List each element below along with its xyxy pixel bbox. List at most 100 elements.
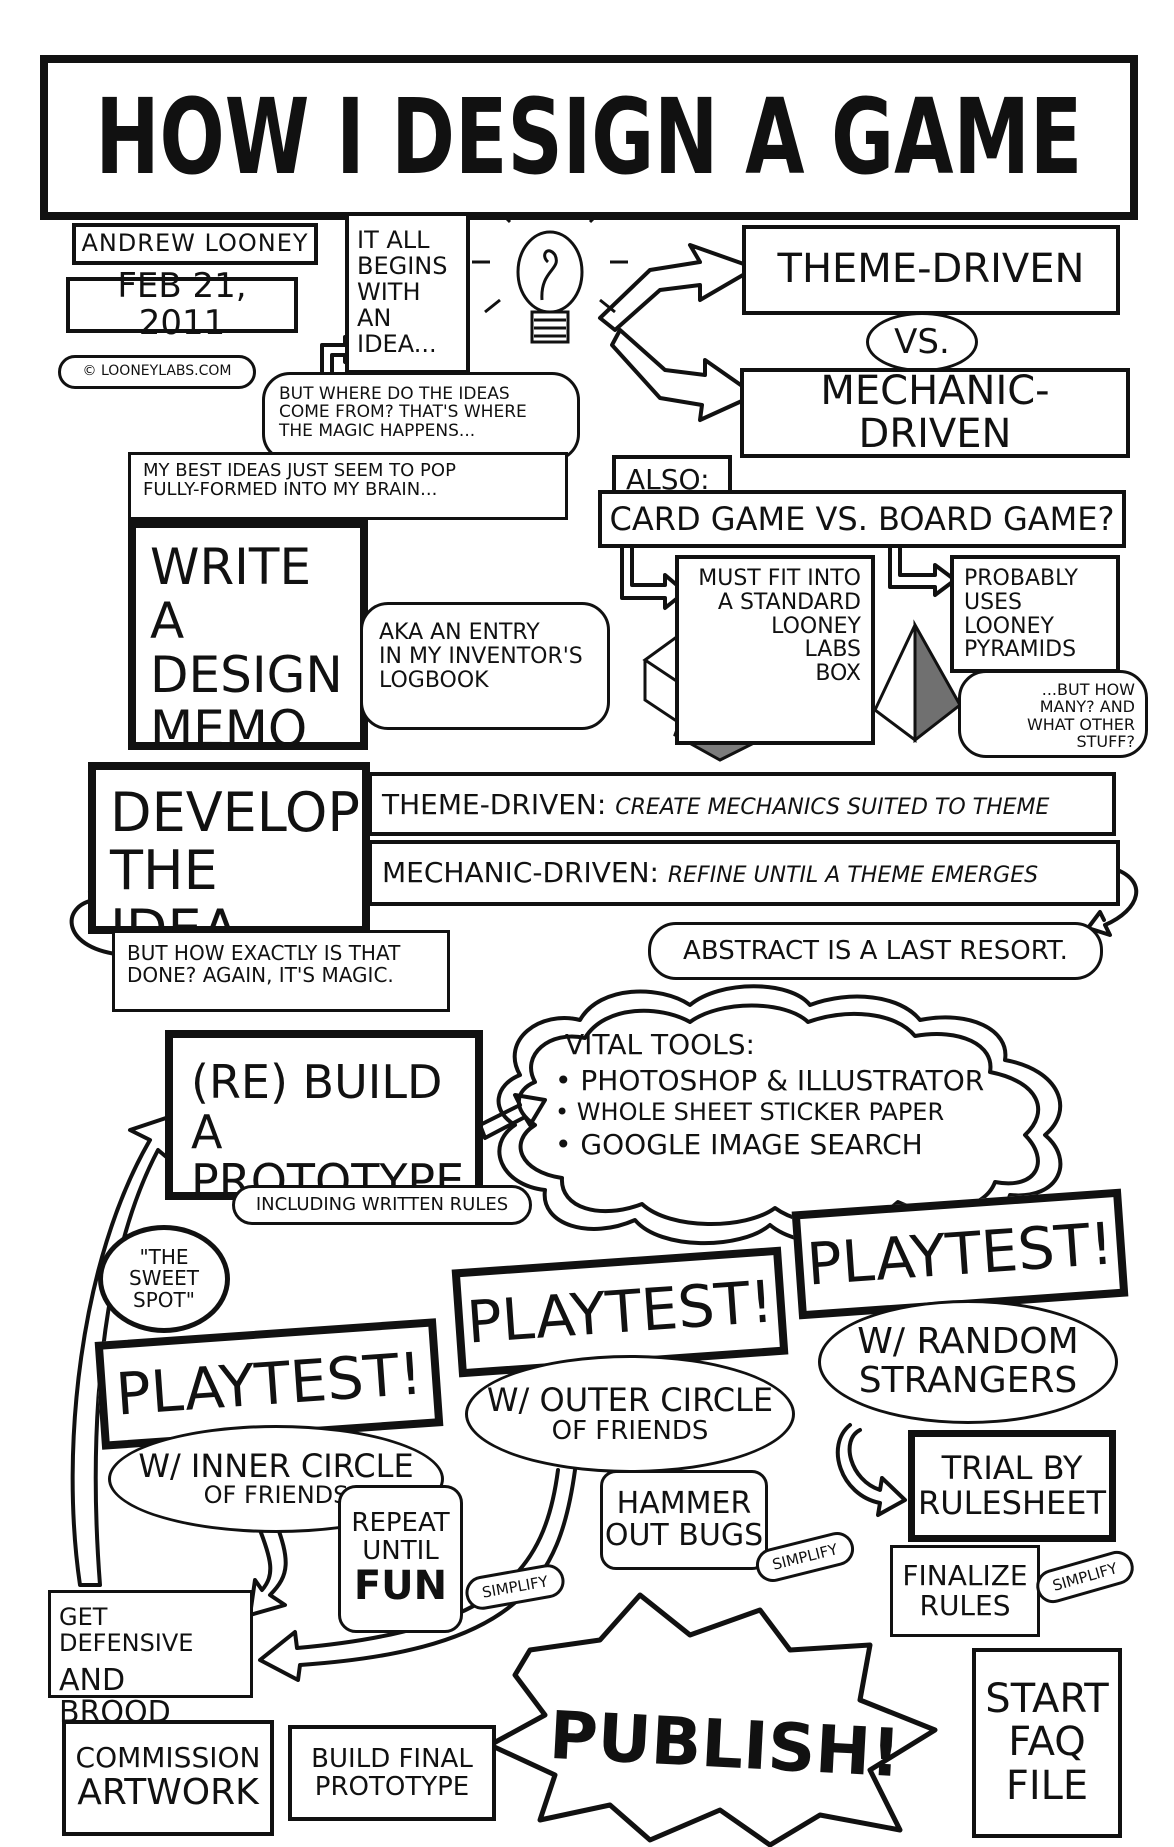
finalize-line: RULES <box>919 1589 1011 1622</box>
build-final-line: PROTOTYPE <box>314 1772 470 1802</box>
defensive-line: GET DEFENSIVE <box>59 1603 194 1657</box>
sweet-spot-line: SWEET <box>129 1266 199 1291</box>
trial-line: TRIAL BY <box>941 1449 1083 1488</box>
title-frame: HOW I DESIGN A GAME <box>40 55 1138 220</box>
design-memo-line: WRITE A <box>150 538 312 650</box>
random-strangers-bubble: W/ RANDOM STRANGERS <box>818 1300 1118 1424</box>
board-game-line: PYRAMIDS <box>964 637 1077 663</box>
random-strangers-line: STRANGERS <box>858 1360 1078 1401</box>
idea-begins-line: BEGINS <box>357 251 448 280</box>
board-game-line: PROBABLY <box>964 566 1078 591</box>
page-title: HOW I DESIGN A GAME <box>95 76 1083 199</box>
also-label: ALSO: <box>612 455 732 503</box>
develop-mechanic-row: MECHANIC-DRIVEN: REFINE UNTIL A THEME EM… <box>368 840 1120 906</box>
outer-circle-line: W/ OUTER CIRCLE <box>486 1380 774 1419</box>
idea-begins-line: WITH AN <box>357 277 421 332</box>
memo-aka-line: AKA AN ENTRY <box>379 620 540 645</box>
arrow-to-trial <box>835 1423 907 1517</box>
faq-line: FAQ <box>1008 1719 1086 1766</box>
idea-best-line: FULLY-FORMED INTO MY BRAIN... <box>143 479 438 501</box>
develop-idea-line: DEVELOP <box>110 781 360 844</box>
design-memo-box: WRITE A DESIGN MEMO <box>128 520 368 756</box>
simplify-badge-outer: SIMPLIFY <box>752 1528 858 1586</box>
date-box: FEB 21, 2011 <box>66 268 298 341</box>
arrow-to-theme <box>598 243 757 332</box>
theme-driven-box: THEME-DRIVEN <box>742 225 1120 315</box>
idea-begins-box: IT ALL BEGINS WITH AN IDEA... <box>345 212 470 374</box>
tools-item-text: WHOLE SHEET STICKER PAPER <box>576 1098 945 1127</box>
develop-theme-text: CREATE MECHANICS SUITED TO THEME <box>615 795 1050 820</box>
outer-circle-line: OF FRIENDS <box>551 1416 709 1447</box>
prototype-box: (RE) BUILD A PROTOTYPE <box>165 1030 483 1206</box>
card-game-line: LABS <box>804 637 861 663</box>
design-memo-line: MEMO <box>150 700 308 758</box>
arrow-to-mechanic <box>610 328 757 422</box>
commission-line: ARTWORK <box>77 1771 259 1813</box>
commission-line: COMMISSION <box>75 1741 261 1775</box>
vs-bubble: VS. <box>866 312 978 372</box>
develop-theme-row: THEME-DRIVEN: CREATE MECHANICS SUITED TO… <box>368 772 1116 836</box>
sweet-spot-bubble: "THE SWEET SPOT" <box>98 1225 230 1333</box>
build-final-prototype-box: BUILD FINAL PROTOTYPE <box>288 1725 496 1821</box>
board-game-box: PROBABLY USES LOONEY PYRAMIDS <box>950 555 1120 673</box>
simplify-badge-random: SIMPLIFY <box>1032 1546 1138 1608</box>
pyramid-icon <box>873 619 962 744</box>
finalize-line: FINALIZE <box>902 1558 1028 1592</box>
hammer-line: HAMMER <box>616 1485 752 1521</box>
random-strangers-line: W/ RANDOM <box>857 1321 1079 1363</box>
tools-item-text: GOOGLE IMAGE SEARCH <box>580 1128 923 1162</box>
tools-item: • GOOGLE IMAGE SEARCH <box>555 1128 923 1162</box>
tools-title: VITAL TOOLS: <box>565 1028 755 1061</box>
prototype-line: (RE) BUILD A <box>191 1055 443 1159</box>
board-note-line: ...BUT HOW <box>1041 680 1135 699</box>
faq-line: FILE <box>1005 1762 1089 1809</box>
author-box: ANDREW LOONEY <box>72 223 318 265</box>
board-note-line: WHAT OTHER STUFF? <box>1026 714 1135 751</box>
faq-file-box: START FAQ FILE <box>972 1648 1122 1838</box>
build-final-line: BUILD FINAL <box>311 1743 473 1774</box>
sweet-spot-line: SPOT" <box>133 1287 195 1312</box>
arrow-to-defensive <box>248 1518 288 1617</box>
idea-best-box: MY BEST IDEAS JUST SEEM TO POP FULLY-FOR… <box>128 452 568 520</box>
tools-item-text: PHOTOSHOP & ILLUSTRATOR <box>580 1064 985 1098</box>
idea-begins-line: IT ALL <box>357 226 430 254</box>
outer-circle-bubble: W/ OUTER CIRCLE OF FRIENDS <box>465 1355 795 1473</box>
tools-list: VITAL TOOLS: • PHOTOSHOP & ILLUSTRATOR •… <box>555 1028 995 1162</box>
idea-best-line: MY BEST IDEAS JUST SEEM TO POP <box>143 460 456 481</box>
abstract-bubble: ABSTRACT IS A LAST RESORT. <box>648 922 1103 980</box>
card-vs-board-box: CARD GAME VS. BOARD GAME? <box>598 490 1126 548</box>
hammer-line: OUT BUGS <box>604 1518 764 1553</box>
card-game-box: MUST FIT INTO A STANDARD LOONEY LABS BOX <box>675 555 875 745</box>
idea-where-bubble: BUT WHERE DO THE IDEAS COME FROM? THAT'S… <box>262 372 580 462</box>
card-game-line: LOONEY <box>771 613 861 639</box>
mechanic-driven-box: MECHANIC-DRIVEN <box>740 368 1130 458</box>
credit-badge: © LOONEYLABS.COM <box>58 355 256 389</box>
repeat-until-fun-box: REPEAT UNTIL FUN <box>338 1485 463 1633</box>
idea-where-line: COME FROM? THAT'S WHERE <box>279 402 527 423</box>
develop-mechanic-text: REFINE UNTIL A THEME EMERGES <box>667 863 1039 888</box>
trial-by-rulesheet-box: TRIAL BY RULESHEET <box>908 1430 1116 1542</box>
develop-theme-label: THEME-DRIVEN: <box>382 788 607 821</box>
board-note-bubble: ...BUT HOW MANY? AND WHAT OTHER STUFF? <box>958 670 1148 758</box>
repeat-line: UNTIL <box>362 1536 439 1567</box>
idea-where-line: THE MAGIC HAPPENS... <box>279 420 476 441</box>
tools-item: • WHOLE SHEET STICKER PAPER <box>555 1098 945 1127</box>
prototype-note: INCLUDING WRITTEN RULES <box>232 1185 532 1225</box>
publish-label: PUBLISH! <box>547 1697 903 1793</box>
finalize-rules-box: FINALIZE RULES <box>890 1545 1040 1637</box>
memo-aka-bubble: AKA AN ENTRY IN MY INVENTOR'S LOGBOOK <box>360 602 610 730</box>
memo-aka-line: LOGBOOK <box>379 667 489 693</box>
card-game-line: A STANDARD <box>717 589 861 615</box>
repeat-line: FUN <box>353 1563 448 1610</box>
defensive-box: GET DEFENSIVE AND BROOD <box>48 1590 253 1729</box>
card-game-line: BOX <box>815 661 861 686</box>
hammer-bugs-box: HAMMER OUT BUGS <box>600 1470 768 1570</box>
arrow-board <box>888 543 957 597</box>
design-memo-line: DESIGN <box>150 646 343 704</box>
develop-how-line: BUT HOW EXACTLY IS THAT <box>127 941 401 965</box>
idea-where-line: BUT WHERE DO THE IDEAS <box>279 384 510 404</box>
card-game-line: MUST FIT INTO <box>698 566 861 591</box>
inner-circle-line: W/ INNER CIRCLE <box>138 1446 414 1485</box>
idea-begins-line: IDEA... <box>357 329 437 358</box>
arrow-to-tools <box>478 1093 547 1140</box>
